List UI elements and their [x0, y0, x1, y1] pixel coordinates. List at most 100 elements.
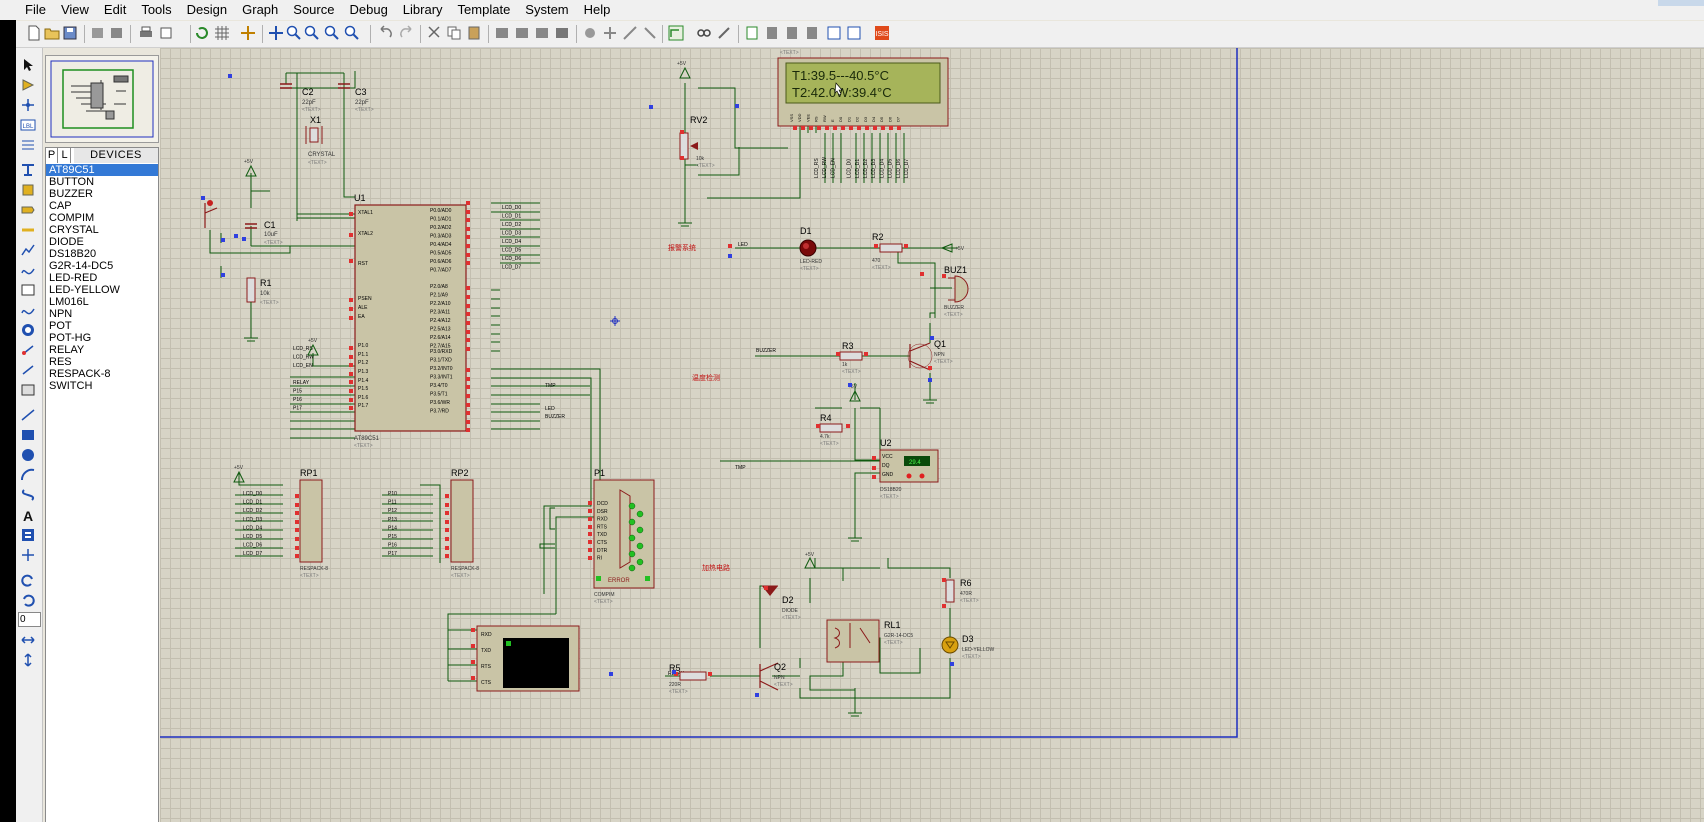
resistor-r2[interactable]: R2 470 <TEXT> +5V — [872, 232, 965, 271]
overview-window[interactable] — [45, 55, 159, 143]
device-item-compim[interactable]: COMPIM — [49, 212, 95, 224]
wire-label-icon[interactable]: LBL — [20, 118, 36, 132]
device-item-led-yellow[interactable]: LED-YELLOW — [49, 284, 120, 296]
device-item-switch[interactable]: SWITCH — [49, 380, 93, 392]
grid-icon[interactable] — [214, 25, 230, 41]
device-item-at89c51[interactable]: AT89C51 — [46, 164, 158, 176]
zoom-in-icon[interactable] — [286, 25, 302, 41]
package-tool-icon[interactable] — [622, 25, 638, 41]
cut-icon[interactable] — [426, 25, 442, 41]
capacitor-c1[interactable]: C1 10uF <TEXT> — [245, 220, 283, 246]
capacitor-c3[interactable]: C3 22pF <TEXT> — [338, 83, 374, 113]
led-d3[interactable]: D3 LED-YELLOW <TEXT> — [941, 634, 995, 660]
bom-icon[interactable] — [784, 25, 800, 41]
pick-device-icon[interactable] — [582, 25, 598, 41]
redo-icon[interactable] — [398, 25, 414, 41]
pick-devices-button[interactable]: P — [46, 148, 58, 163]
resistor-r1[interactable]: R1 10k <TEXT> — [244, 277, 279, 342]
zoom-out-icon[interactable] — [304, 25, 320, 41]
export-icon[interactable] — [108, 25, 124, 41]
marker-tool-icon[interactable] — [20, 548, 36, 562]
property-tool-icon[interactable] — [716, 25, 732, 41]
decompose-icon[interactable] — [642, 25, 658, 41]
device-item-led-red[interactable]: LED-RED — [49, 272, 98, 284]
resistor-r3[interactable]: BUZZER R3 1k <TEXT> — [756, 341, 863, 375]
mirror-horizontal-icon[interactable] — [20, 633, 36, 647]
resistor-pack-rp2[interactable]: RP2 RESPACK-8 <TEXT> P10P11P12P13P14P15P… — [388, 468, 479, 579]
device-item-relay[interactable]: RELAY — [49, 344, 85, 356]
undo-icon[interactable] — [378, 25, 394, 41]
ares-icon[interactable] — [826, 25, 842, 41]
schematic-sheet[interactable]: C2 22pF <TEXT> C3 22pF <TEXT> X1 CRYSTAL… — [160, 48, 1704, 822]
menu-system[interactable]: System — [525, 2, 569, 17]
block-move-icon[interactable] — [514, 25, 530, 41]
tape-recorder-icon[interactable] — [20, 263, 36, 277]
line-tool-icon[interactable] — [20, 408, 36, 422]
zoom-all-icon[interactable] — [324, 25, 340, 41]
zoom-area-icon[interactable] — [344, 25, 360, 41]
selection-mode-icon[interactable] — [20, 58, 36, 72]
2d-graphics-icon[interactable] — [20, 383, 36, 397]
menu-file[interactable]: File — [25, 2, 46, 17]
buzzer-buz1[interactable]: BUZ1 BUZZER <TEXT> — [944, 265, 969, 318]
menu-debug[interactable]: Debug — [349, 2, 388, 17]
led-d1[interactable]: LED D1 LED-RED <TEXT> — [738, 226, 822, 272]
open-folder-icon[interactable] — [44, 25, 60, 41]
voltage-probe-icon[interactable] — [20, 303, 36, 317]
menu-tools[interactable]: Tools — [141, 2, 172, 17]
rotate-ccw-icon[interactable] — [20, 593, 36, 607]
virtual-instruments-icon[interactable] — [20, 323, 36, 337]
device-item-pot[interactable]: POT — [49, 320, 72, 332]
menu-view[interactable]: View — [60, 2, 89, 17]
capacitor-c2[interactable]: C2 22pF <TEXT> — [280, 83, 321, 113]
device-item-npn[interactable]: NPN — [49, 308, 73, 320]
resistor-r5[interactable]: RELAY R5 220R <TEXT> — [668, 663, 707, 695]
device-item-g2r-14-dc5[interactable]: G2R-14-DC5 — [49, 260, 114, 272]
rotation-angle-input[interactable]: 0 — [18, 612, 41, 627]
print-area-icon[interactable] — [158, 25, 174, 41]
isis-app-icon[interactable]: ISIS — [874, 25, 890, 41]
device-item-cap[interactable]: CAP — [49, 200, 72, 212]
sheet-icon[interactable] — [764, 25, 780, 41]
menu-template[interactable]: Template — [457, 2, 511, 17]
device-item-diode[interactable]: DIODE — [49, 236, 84, 248]
paste-icon[interactable] — [466, 25, 482, 41]
wire-autoroute-icon[interactable] — [668, 25, 684, 41]
reset-button[interactable]: +5V — [204, 159, 257, 228]
sub-circuit-icon[interactable] — [20, 183, 36, 197]
path-tool-icon[interactable] — [20, 488, 36, 502]
bus-icon[interactable] — [20, 163, 36, 177]
menu-design[interactable]: Design — [186, 2, 228, 17]
menu-library[interactable]: Library — [402, 2, 443, 17]
copy-icon[interactable] — [446, 25, 462, 41]
microcontroller-u1[interactable]: U1 AT89C51 <TEXT> XTAL1XTAL2RSTPSENALEEA… — [354, 193, 467, 449]
potentiometer-rv2[interactable]: RV2 10k <TEXT> +5V — [677, 61, 715, 227]
save-icon[interactable] — [62, 25, 78, 41]
resistor-r6[interactable]: R6 470R <TEXT> — [945, 578, 979, 604]
erc-icon[interactable] — [804, 25, 820, 41]
symbol-tool-icon[interactable] — [20, 528, 36, 542]
device-item-crystal[interactable]: CRYSTAL — [49, 224, 99, 236]
menu-edit[interactable]: Edit — [103, 2, 127, 17]
junction-dot-icon[interactable] — [20, 98, 36, 112]
schematic-canvas[interactable]: C2 22pF <TEXT> C3 22pF <TEXT> X1 CRYSTAL… — [160, 48, 1704, 822]
device-pins-icon[interactable] — [20, 223, 36, 237]
device-item-lm016l[interactable]: LM016L — [49, 296, 89, 308]
device-item-pot-hg[interactable]: POT-HG — [49, 332, 92, 344]
redraw-icon[interactable] — [194, 25, 210, 41]
netlist-icon[interactable] — [744, 25, 760, 41]
origin-icon[interactable] — [240, 25, 256, 41]
window-controls[interactable] — [1658, 0, 1704, 6]
device-item-button[interactable]: BUTTON — [49, 176, 95, 188]
text-script-icon[interactable] — [20, 138, 36, 152]
print-icon[interactable] — [138, 25, 154, 41]
block-delete-icon[interactable] — [554, 25, 570, 41]
graph-mode-icon[interactable] — [20, 243, 36, 257]
new-file-icon[interactable] — [26, 25, 42, 41]
device-item-ds18b20[interactable]: DS18B20 — [49, 248, 97, 260]
resistor-pack-rp1[interactable]: RP1 RESPACK-8 <TEXT> +5V LCD_D0LCD_D1LCD… — [233, 465, 328, 579]
library-manager-button[interactable]: L — [59, 148, 71, 163]
search-icon[interactable] — [696, 25, 712, 41]
menu-source[interactable]: Source — [293, 2, 335, 17]
